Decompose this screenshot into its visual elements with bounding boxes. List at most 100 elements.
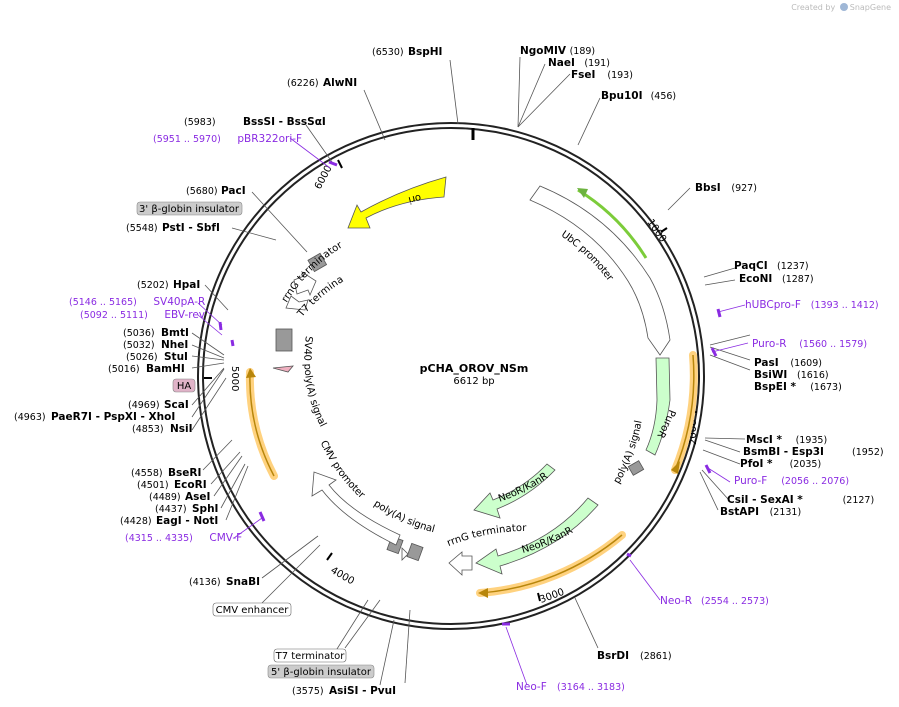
t7-arrow [285,295,309,311]
primer-range: (5092 .. 5111) [80,310,148,321]
site-eagi: (4428)EagI - NotI [120,515,218,527]
sv40-block [275,328,293,352]
site-snabi: (4136) SnaBI [189,576,260,588]
ubc-promoter-arrow [529,185,671,356]
site-position: (5983) [184,117,216,128]
site-pfoi: PfoI *(2035) [740,458,821,470]
feature-ori: ori [407,192,422,206]
primer-neo-r: Neo-R(2554 .. 2573) [660,595,769,607]
primer-sv40pa-r: (5146 .. 5165)SV40pA-R [69,296,205,308]
site-name: Bpu10I [601,90,643,102]
tick-label-4000: 4000 [329,565,357,587]
feature-neor-1: NeoR/KanR [497,471,550,505]
highlight-arrows [249,354,695,594]
site-name: SphI [192,503,218,515]
site-pasi: PasI (1609) [754,357,822,369]
rrng-arrow-1 [448,551,473,576]
site-bsssi: (5983)BssSI - BssSαI [184,116,326,128]
primer-name: hUBCpro-F [745,299,801,311]
site-csii: CsiI - SexAI *(2127) [727,494,874,506]
site-position: (5548) [126,223,158,234]
backbone [197,122,705,630]
site-asei: (4489)AseI [149,491,210,503]
site-name: EcoRI [174,479,207,491]
site-bbsi: BbsI (927) [695,182,757,194]
site-name: HpaI [173,279,200,291]
tick-label-2000: 2000 [688,420,699,445]
site-name: NheI [161,339,188,351]
site-position: (4501) [137,480,169,491]
site-econi: EcoNI(1287) [739,273,814,285]
site-position: (1935) [796,435,828,446]
primer-name: SV40pA-R [153,296,205,308]
site-fsei: FseI(193) [571,69,633,81]
feature-rrng-terminator-1: rrnG terminator [446,523,528,549]
site-name: SnaBI [226,576,260,588]
site-name: BsrDI [597,650,629,662]
boxed-3-globin-label: 3' β-globin insulator [139,204,240,215]
primer-range: (2554 .. 2573) [701,596,769,607]
site-position: (5680) [186,186,218,197]
neo-arrowhead [478,588,488,598]
primer-pbr322ori-f: (5951 .. 5970)pBR322ori-F [153,133,302,145]
site-name: NsiI [170,423,193,435]
tick-6000 [337,159,343,169]
site-position: (5202) [137,280,169,291]
tick-1000 [660,227,668,233]
site-position: (6226) [287,78,319,89]
site-name: StuI [164,351,188,363]
polya-block-3 [406,542,424,562]
site-labels-right: NgoMIV(189)NaeI(191)FseI(193)Bpu10I(456)… [520,45,884,662]
site-name: NaeI [548,57,575,69]
site-name: BamHI [146,363,185,375]
feature-sv40-polya: SV40 poly(A) signal [301,335,328,428]
feature-arrows [272,176,671,576]
site-position: (4136) [189,577,221,588]
site-name: PfoI * [740,458,773,470]
site-name: BstAPI [720,506,759,518]
site-bstapi: BstAPI(2131) [720,506,801,518]
tick-4000 [326,552,333,561]
site-name: AlwNI [323,77,357,89]
site-position: (1673) [810,382,842,393]
site-position: (927) [731,183,757,194]
primer-range: (1560 .. 1579) [799,339,867,350]
site-position: (4853) [132,424,164,435]
rrng-arrow-2 [293,270,317,297]
site-naei: NaeI(191) [548,57,610,69]
neor-arrow-1 [473,463,556,519]
primer-neo-f: Neo-F(3164 .. 3183) [516,681,625,693]
boxed-t7-terminator-label: T7 terminator [275,651,346,662]
neor-arrow-2 [475,497,599,575]
cmv-promoter-arrow [311,471,401,546]
site-name: NgoMIV [520,45,567,57]
box-cmv-enhancer [212,602,292,617]
site-name: PaqCI [734,260,768,272]
site-stui: (5026) StuI [126,351,188,363]
scale-ticks: 1000 2000 3000 4000 5000 6000 [204,159,699,606]
t7-mini-arrow [401,547,409,561]
site-position: (4963) [14,412,46,423]
site-name: BsiWI [754,369,787,381]
site-bsiwi: BsiWI(1616) [754,369,829,381]
site-name: PasI [754,357,779,369]
puro-arrowhead [671,461,680,474]
primer-range: (1393 .. 1412) [811,300,879,311]
box-ha [172,378,196,393]
site-name: BsmBI - Esp3I [743,446,824,458]
site-position: (5026) [126,352,158,363]
site-position: (1609) [790,358,822,369]
primer-hubcpro-f: hUBCpro-F (1393 .. 1412) [745,299,879,311]
site-name: AseI [185,491,210,503]
site-name: BbsI [695,182,721,194]
site-name: CsiI - SexAI * [727,494,803,506]
site-position: (4428) [120,516,152,527]
site-psti: (5548)PstI - SbfI [126,222,220,234]
snapgene-logo-icon [839,3,848,11]
site-name: AsiSI - PvuI [329,685,396,697]
feature-polya-1: poly(A) signal [612,420,645,486]
site-ngomiv: NgoMIV(189) [520,45,595,57]
boxed-ha-label: HA [177,381,192,392]
box-t7-terminator [273,648,347,663]
primer-puro-r: Puro-R(1560 .. 1579) [752,338,867,350]
